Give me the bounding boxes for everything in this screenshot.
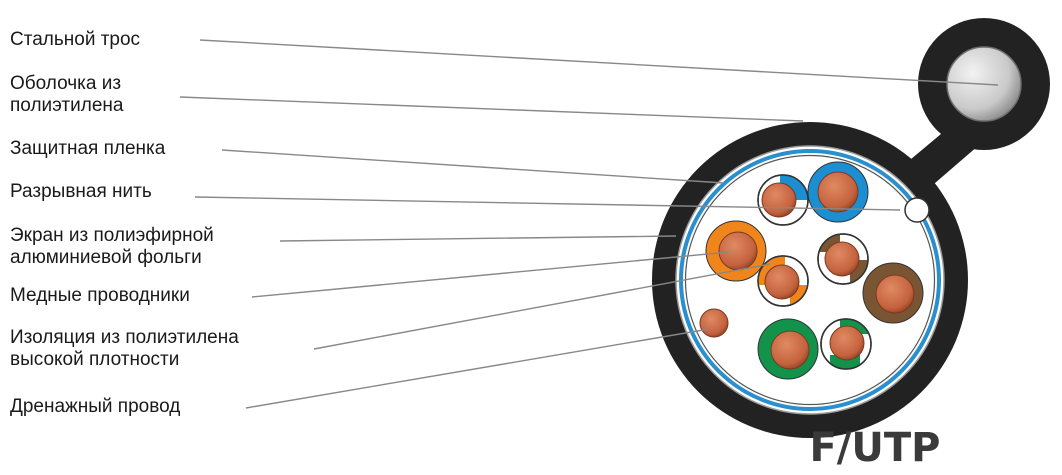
pair-green-solid [757, 318, 819, 380]
label-copper-conductors-line-1: Медные проводники [10, 285, 190, 306]
label-foil-screen-line-2: алюминиевой фольги [10, 247, 202, 268]
pair-green-white [820, 318, 872, 370]
leader-line-sheath [179, 96, 804, 122]
label-foil-screen: Экран из полиэфирной алюминиевой фольги [10, 225, 214, 269]
protective-film [675, 145, 945, 415]
leader-line-insulation [313, 263, 771, 350]
label-ripcord-line-1: Разрывная нить [10, 181, 152, 202]
label-insulation: Изоляция из полиэтилена высокой плотност… [10, 327, 239, 371]
label-drain-wire: Дренажный провод [10, 396, 180, 418]
drain-wire [699, 308, 729, 338]
label-sheath-line-1: Оболочка из [10, 73, 122, 94]
leader-line-ripcord [194, 196, 901, 211]
leader-line-protective-film [221, 149, 725, 184]
pair-orange-white [757, 255, 809, 307]
cable-type-title: F/UTP [809, 425, 941, 471]
label-insulation-line-2: высокой плотности [10, 349, 180, 370]
label-foil-screen-line-1: Экран из полиэфирной [10, 225, 214, 246]
label-insulation-line-1: Изоляция из полиэтилена [10, 327, 239, 348]
label-protective-film: Защитная пленка [10, 138, 165, 160]
label-steel-cable: Стальной трос [10, 29, 140, 51]
leader-line-drain-wire [245, 328, 710, 409]
label-drain-wire-line-1: Дренажный провод [10, 396, 181, 417]
pair-orange-solid [705, 220, 767, 282]
label-steel-cable-line-1: Стальной трос [10, 29, 141, 50]
leader-line-steel-cable [199, 39, 999, 86]
pair-brown-solid [862, 262, 924, 324]
label-ripcord: Разрывная нить [10, 181, 152, 203]
label-sheath: Оболочка из полиэтилена [10, 73, 123, 117]
label-sheath-line-2: полиэтилена [10, 95, 124, 116]
label-protective-film-line-1: Защитная пленка [10, 138, 166, 159]
pair-blue-solid [807, 161, 869, 223]
ripcord [904, 197, 930, 223]
label-copper-conductors: Медные проводники [10, 285, 190, 307]
leader-line-copper-conductors [251, 251, 730, 298]
leader-line-foil-screen [279, 235, 677, 242]
